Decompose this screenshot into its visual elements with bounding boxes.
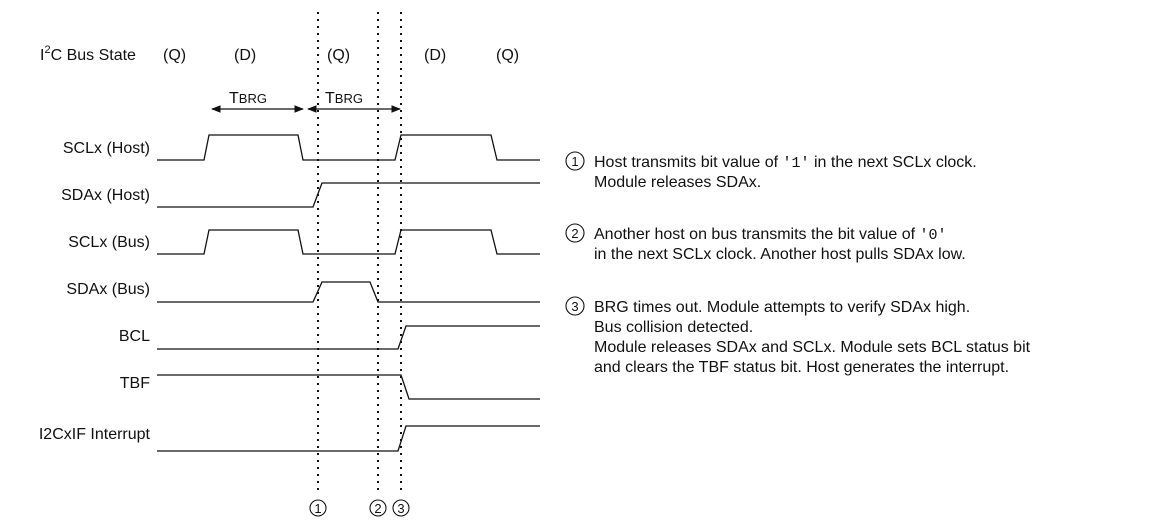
signal-label-sda-bus: SDAx (Bus) (66, 281, 150, 298)
wave-scl-host (157, 134, 540, 161)
note-1-line-2: Module releases SDAx. (594, 174, 761, 191)
signal-label-i2cxif: I2CxIF Interrupt (39, 426, 151, 443)
bus-state-label: I2C Bus State (40, 44, 136, 64)
signal-label-scl-bus: SCLx (Bus) (68, 234, 150, 251)
note-3-number: 3 (571, 299, 578, 314)
marker-1-circle (309, 499, 327, 517)
marker-2-circle (369, 499, 387, 517)
marker-3: 3 (397, 501, 404, 516)
tbrg-label-2: TBRG (325, 90, 363, 107)
signal-label-scl-host: SCLx (Host) (63, 140, 150, 157)
note-1-circle (565, 151, 585, 171)
note-2-number: 2 (571, 226, 578, 241)
bus-state-d1: (D) (234, 47, 256, 64)
signal-label-sda-host: SDAx (Host) (61, 187, 150, 204)
marker-2: 2 (374, 501, 381, 516)
wave-tbf (157, 374, 540, 400)
note-3-circle (565, 296, 585, 316)
signal-label-bcl: BCL (119, 328, 150, 345)
note-2-line-2: in the next SCLx clock. Another host pul… (594, 246, 966, 263)
bus-state-q1: (Q) (163, 47, 186, 64)
wave-sda-host (157, 182, 540, 208)
tbrg-label-1: TBRG (229, 90, 267, 107)
bus-state-d2: (D) (424, 47, 446, 64)
note-1-number: 1 (571, 154, 578, 169)
wave-sda-bus (157, 281, 540, 303)
marker-3-circle (392, 499, 410, 517)
note-3-line-1: BRG times out. Module attempts to verify… (594, 299, 970, 316)
note-1-line-1: Host transmits bit value of '1' in the n… (594, 154, 977, 172)
wave-i2cxif (157, 425, 540, 452)
note-3-line-3: Module releases SDAx and SCLx. Module se… (594, 339, 1031, 356)
bus-state-q2: (Q) (327, 47, 350, 64)
note-2-line-1: Another host on bus transmits the bit va… (594, 226, 947, 244)
note-3-line-4: and clears the TBF status bit. Host gene… (594, 359, 1009, 376)
wave-bcl (157, 325, 540, 350)
signal-label-tbf: TBF (120, 375, 150, 392)
note-2-circle (565, 223, 585, 243)
wave-scl-bus (157, 229, 540, 255)
note-3-line-2: Bus collision detected. (594, 319, 753, 336)
marker-1: 1 (314, 501, 321, 516)
bus-state-q3: (Q) (496, 47, 519, 64)
